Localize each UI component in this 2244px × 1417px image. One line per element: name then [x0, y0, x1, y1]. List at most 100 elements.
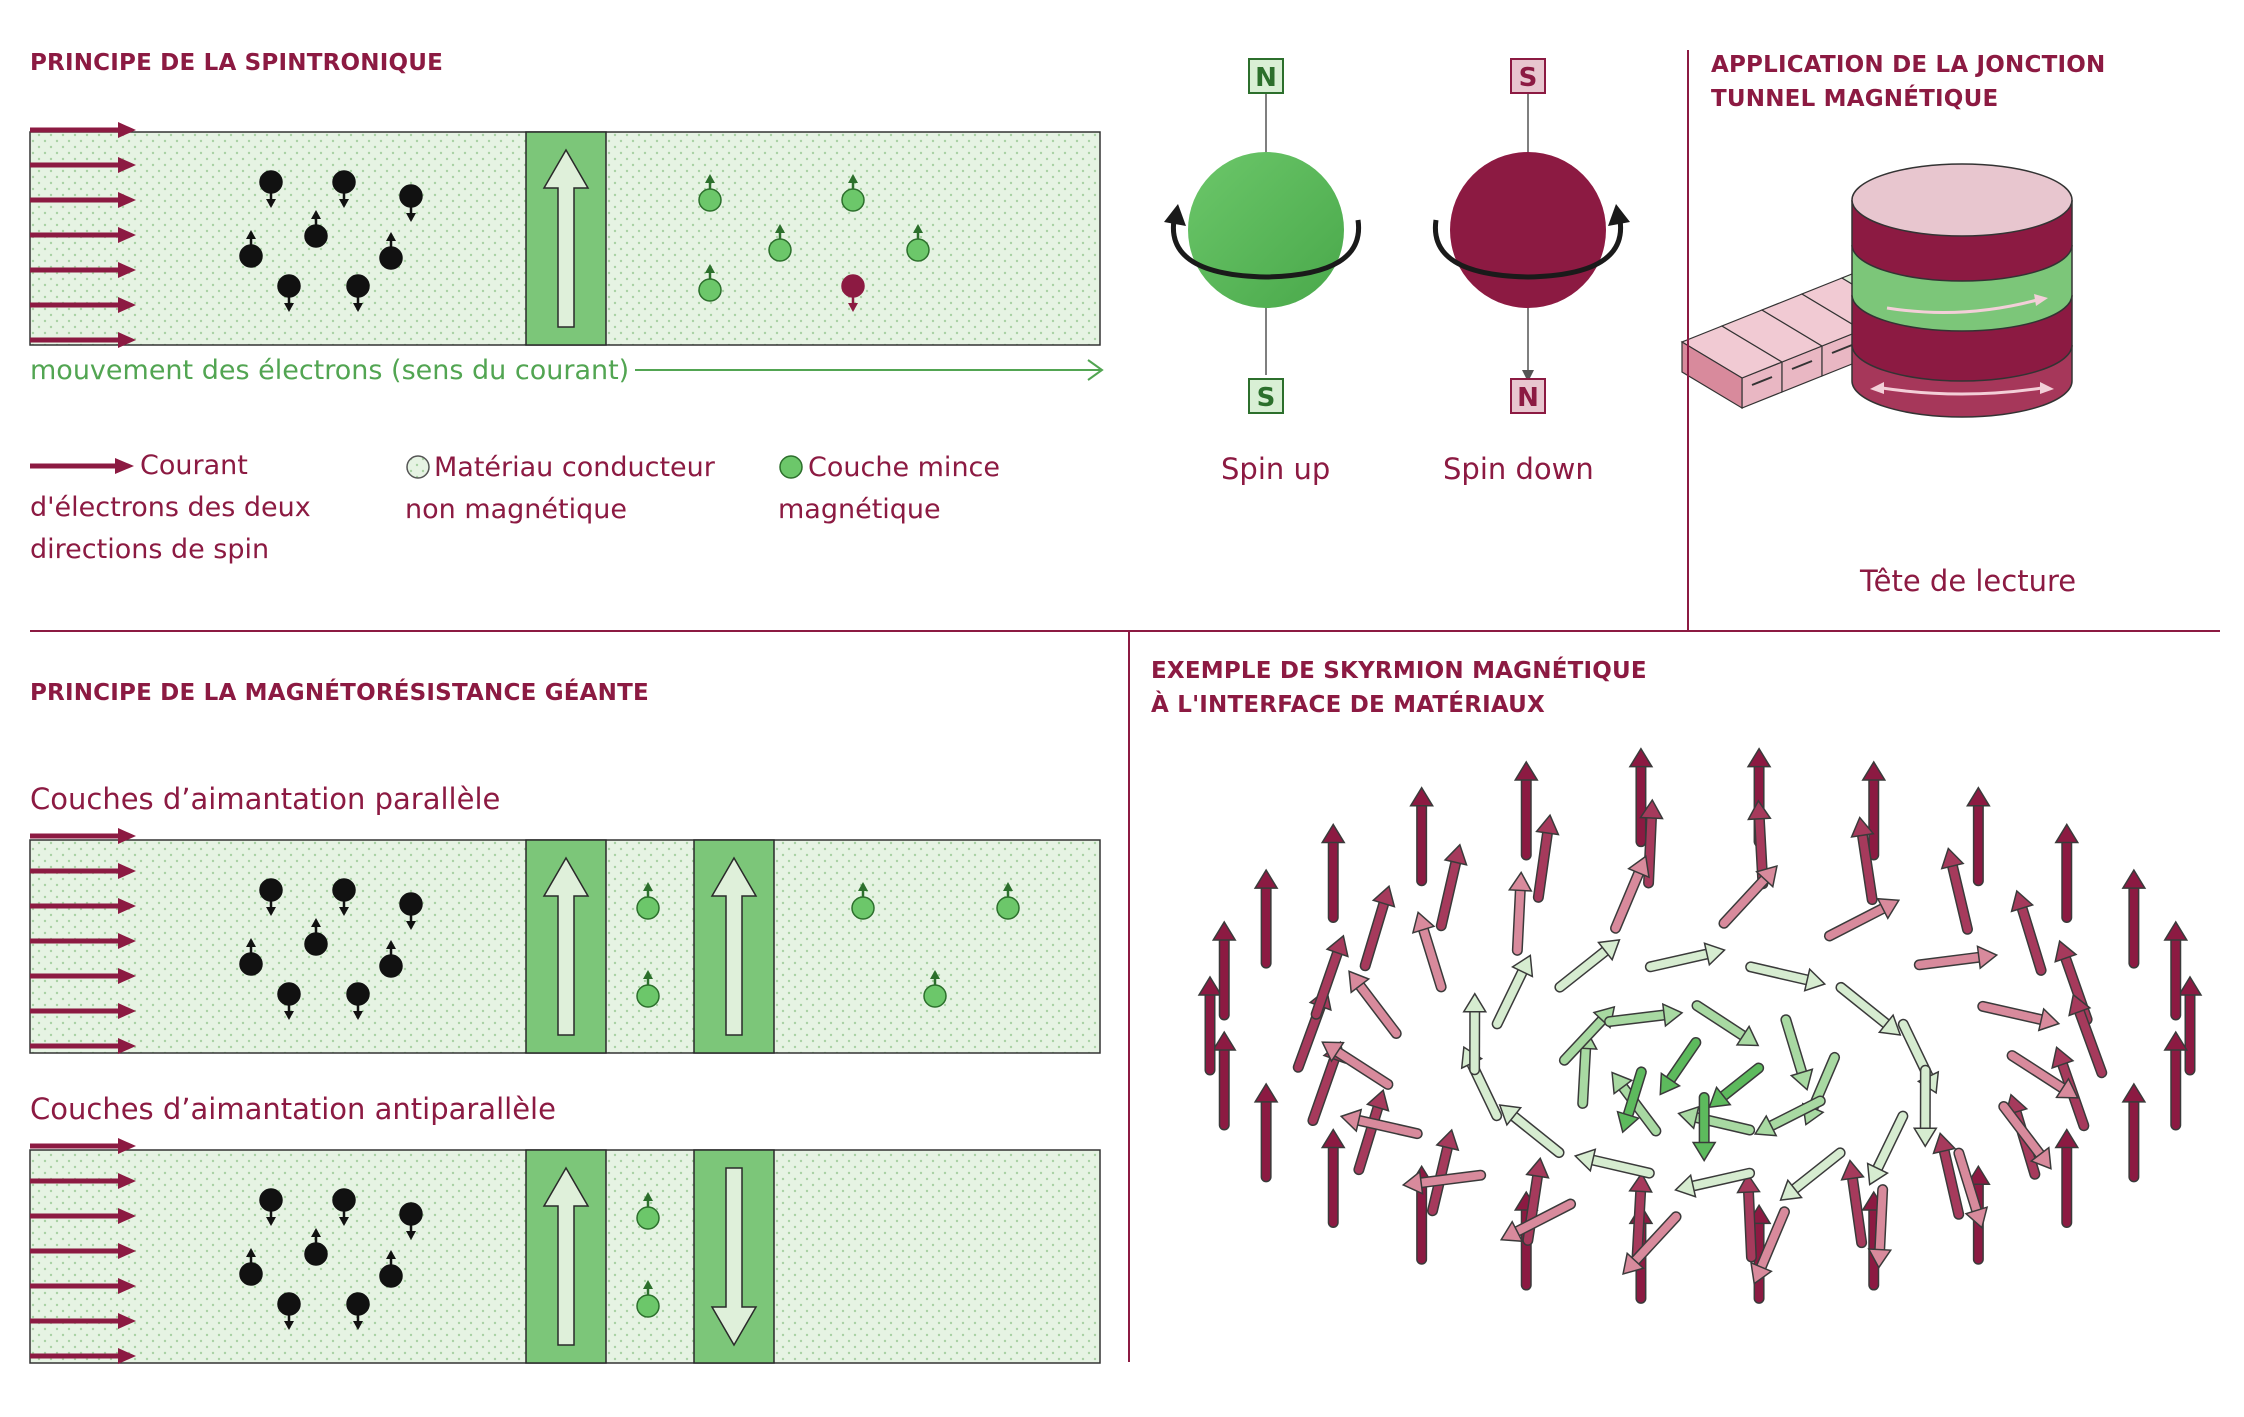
spin-arrow — [1875, 1185, 1887, 1254]
magnetization-arrow — [710, 1167, 758, 1347]
rotation-arc — [1432, 219, 1624, 280]
spin-arrow-head — [1867, 1248, 1893, 1269]
electron — [304, 932, 328, 956]
spin-arrow — [1555, 947, 1610, 992]
spin-arrow-head — [1703, 942, 1726, 967]
spin-arrow-head — [1976, 945, 1999, 970]
spin-arrow-head — [1840, 1159, 1865, 1181]
spin-vector-head — [284, 1011, 294, 1020]
spin-arrow-head — [1803, 967, 1827, 992]
electron — [304, 1242, 328, 1266]
spin-arrow — [1719, 875, 1769, 928]
spin-arrow-head — [1348, 970, 1371, 994]
spin-arrow — [1825, 904, 1887, 940]
electron — [259, 878, 283, 902]
spin-sphere — [1188, 152, 1344, 308]
spin-arrow-head — [1401, 1170, 1424, 1195]
legend-thin-swatch — [779, 455, 803, 479]
rotation-arc — [1170, 219, 1362, 280]
spin-arrow-head — [1622, 1251, 1645, 1276]
electron — [636, 896, 660, 920]
spin-vector-head — [643, 1192, 653, 1201]
antiparallel-label: Couches d’aimantation antiparallèle — [30, 1092, 556, 1126]
legend-conductor-line2: non magnétique — [405, 494, 627, 525]
spin-vector-head — [848, 174, 858, 183]
spin-arrow — [1354, 1103, 1382, 1174]
legend-thin-line1: Couche mince — [808, 452, 1001, 483]
spin-arrow — [1873, 1112, 1907, 1173]
spin-arrow-head — [2054, 1128, 2080, 1149]
spin-vector-head — [643, 882, 653, 891]
north-pole-badge — [1510, 378, 1546, 414]
current-arrow-head — [118, 1208, 136, 1224]
magnetization-arrow — [542, 1166, 590, 1346]
spin-arrow-head — [1507, 871, 1533, 892]
spin-down-label: Spin down — [1443, 452, 1594, 486]
current-arrow-head — [118, 262, 136, 278]
track-arrow — [1791, 360, 1813, 370]
spin-arrow — [1417, 1171, 1485, 1187]
current-arrow-head — [118, 122, 136, 138]
spin-vector-head — [339, 199, 349, 208]
spin-arrow-head — [1597, 938, 1621, 962]
spin-arrow — [1744, 1188, 1756, 1262]
spin-arrow-head — [1691, 1141, 1717, 1162]
spin-arrow-head — [2051, 1045, 2075, 1070]
spin-arrow-head — [1320, 1128, 1346, 1149]
spin-vector-head — [339, 907, 349, 916]
spin-arrow — [1858, 831, 1877, 904]
spin-arrow-head — [1746, 747, 1772, 768]
mtj-title-line2: TUNNEL MAGNÉTIQUE — [1711, 86, 1999, 112]
spin-arrow-head — [1736, 1172, 1761, 1194]
horizontal-divider — [30, 630, 2220, 632]
current-arrow-head — [118, 297, 136, 313]
layer-arrowhead — [1870, 382, 1884, 394]
spin-arrow — [1534, 828, 1552, 902]
spin-arrow-head — [1940, 847, 1965, 870]
spin-arrow-head — [1499, 1220, 1524, 1243]
spin-vector-head — [643, 970, 653, 979]
spin-arrow-head — [1511, 954, 1534, 978]
magnetization-arrow — [542, 856, 590, 1036]
spin-arrow-head — [2055, 1077, 2079, 1099]
axis-arrowhead — [1522, 370, 1534, 382]
track-arrow — [1831, 344, 1853, 354]
spin-arrow-head — [1325, 934, 1349, 958]
spin-vector-head — [353, 303, 363, 312]
spin-vector-head — [311, 1228, 321, 1237]
spin-arrow-head — [1966, 786, 1991, 807]
electron — [304, 224, 328, 248]
spin-vector-head — [284, 303, 294, 312]
current-direction-head — [1087, 359, 1104, 381]
electron — [332, 878, 356, 902]
spin-arrow — [1978, 1002, 2046, 1024]
spin-arrow — [1355, 981, 1401, 1038]
spin-arrow-head — [1371, 884, 1396, 908]
spin-arrow-head — [1850, 816, 1875, 838]
electron — [277, 1292, 301, 1316]
spin-arrow — [2075, 1007, 2106, 1077]
spin-sphere — [1450, 152, 1606, 308]
spin-arrow — [1611, 868, 1643, 933]
layer-arrowhead — [2040, 382, 2054, 394]
spin-arrow — [1624, 1067, 1646, 1119]
spin-arrow-head — [1365, 1088, 1390, 1112]
spin-arrow — [1746, 962, 1812, 984]
spin-arrow — [1509, 1112, 1564, 1157]
spin-vector-head — [266, 199, 276, 208]
spin-arrow-head — [1932, 1131, 1957, 1155]
rotation-arrowhead — [1164, 204, 1186, 226]
electron — [379, 1264, 403, 1288]
skyrmion-field — [1197, 747, 2203, 1304]
spin-vector-head — [775, 224, 785, 233]
spin-arrow — [1790, 1148, 1845, 1193]
spin-arrow-head — [2010, 889, 2035, 913]
current-arrow-head — [118, 1173, 136, 1189]
electron — [332, 1188, 356, 1212]
spin-vector-head — [266, 907, 276, 916]
magnetization-arrow — [542, 148, 590, 328]
electron — [399, 892, 423, 916]
spin-arrow-head — [1627, 855, 1650, 879]
layer-arrow — [1881, 386, 2043, 396]
spin-vector-head — [643, 1280, 653, 1289]
